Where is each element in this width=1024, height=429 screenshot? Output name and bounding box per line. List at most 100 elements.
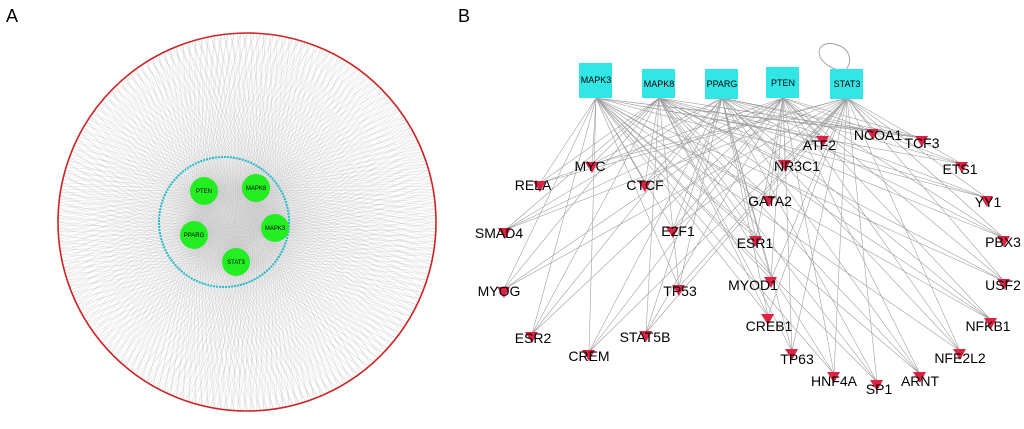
tf-marker-yy1 [980, 196, 993, 207]
tf-node-smad4: SMAD4 [475, 225, 523, 241]
tf-marker-myog [497, 287, 510, 298]
tf-node-myog: MYOG [478, 283, 521, 299]
tf-label-usf2: USF2 [985, 277, 1021, 293]
tf-node-e2f1: E2F1 [661, 223, 695, 239]
tf-marker-atf2 [816, 136, 829, 147]
target-box-mapk8 [642, 69, 675, 98]
hub-circle-mapk8 [242, 174, 270, 202]
hub-label-pten: PTEN [196, 189, 212, 195]
target-box-mapk3 [579, 63, 612, 98]
tf-marker-pbx3 [997, 236, 1010, 247]
tf-node-atf2: ATF2 [803, 136, 836, 153]
tf-label-myod1: MYOD1 [728, 277, 778, 293]
tf-marker-ets1 [955, 162, 968, 173]
hub-node-mapk3: MAPK3 [261, 214, 289, 242]
tf-marker-nfe2l2 [953, 349, 966, 360]
tf-node-creb1: CREB1 [746, 314, 793, 334]
tf-node-pbx3: PBX3 [985, 234, 1021, 250]
target-label-mapk3: MAPK3 [581, 75, 612, 85]
target-node-mapk8: MAPK8 [642, 69, 675, 98]
tf-label-ncoa1: NCOA1 [854, 127, 902, 143]
target-label-stat3: STAT3 [834, 79, 861, 89]
tf-node-sp1: SP1 [866, 380, 892, 397]
tf-node-arnt: ARNT [901, 372, 940, 389]
tf-node-crem: CREM [568, 348, 609, 364]
tf-node-rela: RELA [515, 177, 552, 193]
tf-marker-e2f1 [666, 227, 679, 238]
hub-node-mapk8: MAPK8 [242, 174, 270, 202]
tf-label-atf2: ATF2 [803, 137, 836, 153]
tf-node-myod1: MYOD1 [728, 277, 778, 293]
tf-node-usf2: USF2 [985, 277, 1021, 293]
panel-b-label: B [458, 6, 470, 26]
tf-marker-hnf4a [827, 372, 840, 383]
tf-node-ets1: ETS1 [942, 161, 977, 177]
hub-label-mapk3: MAPK3 [265, 226, 286, 232]
target-node-pparg: PPARG [705, 69, 738, 99]
tf-node-myc: MYC [574, 158, 605, 174]
tf-label-esr1: ESR1 [737, 235, 774, 251]
regulatory-edges [503, 97, 1005, 383]
hub-node-pparg: PPARG [180, 221, 208, 249]
tf-node-nfkb1: NFKB1 [965, 318, 1011, 334]
tf-marker-tp63 [785, 349, 798, 360]
hub-node-pten: PTEN [190, 177, 218, 205]
tf-marker-gata2 [762, 196, 775, 207]
tf-marker-tp53 [672, 285, 685, 296]
tf-node-ncoa1: NCOA1 [854, 127, 902, 143]
tf-node-esr1: ESR1 [737, 235, 774, 251]
tf-node-gata2: GATA2 [748, 193, 792, 209]
tf-node-nr3c1: NR3C1 [774, 158, 820, 174]
tf-label-ctcf: CTCF [626, 177, 663, 193]
tf-node-ctcf: CTCF [626, 177, 663, 193]
tf-marker-creb1 [761, 314, 774, 325]
tf-node-stat5b: STAT5B [620, 329, 671, 345]
tf-label-nfkb1: NFKB1 [965, 318, 1010, 334]
tf-marker-usf2 [997, 279, 1010, 290]
tf-node-nfe2l2: NFE2L2 [934, 349, 986, 366]
tf-label-esr2: ESR2 [515, 330, 552, 346]
hub-label-pparg: PPARG [184, 233, 205, 239]
tf-label-tp53: TP53 [663, 283, 697, 299]
panel-a-edges [58, 33, 436, 411]
hub-label-stat3: STAT3 [227, 260, 245, 266]
tf-label-tcf3: TCF3 [905, 135, 940, 151]
target-box-pten [766, 67, 799, 98]
tf-marker-myod1 [764, 277, 777, 288]
tf-label-crem: CREM [568, 348, 609, 364]
tf-label-arnt: ARNT [901, 373, 940, 389]
tf-node-tcf3: TCF3 [905, 135, 940, 151]
outer-ring [57, 32, 437, 412]
hub-circle-pten [190, 177, 218, 205]
radial-edges [58, 33, 436, 411]
inner-ring [158, 156, 290, 288]
tf-marker-nfkb1 [984, 318, 997, 329]
tf-label-myog: MYOG [478, 283, 521, 299]
tf-marker-ncoa1 [866, 129, 879, 140]
tf-label-smad4: SMAD4 [475, 225, 523, 241]
tf-node-yy1: YY1 [975, 194, 1002, 210]
tf-label-creb1: CREB1 [746, 318, 793, 334]
tf-marker-crem [582, 350, 595, 361]
tf-marker-esr1 [749, 236, 762, 247]
tf-marker-myc [585, 162, 598, 173]
tf-marker-stat5b [639, 331, 652, 342]
tf-marker-sp1 [870, 380, 883, 391]
hub-label-mapk8: MAPK8 [246, 186, 267, 192]
panel-b-edges [503, 97, 1005, 383]
hub-circle-pparg [180, 221, 208, 249]
tf-label-stat5b: STAT5B [620, 329, 671, 345]
tf-label-yy1: YY1 [975, 194, 1002, 210]
tf-node-tp63: TP63 [780, 349, 814, 367]
tf-marker-ctcf [638, 181, 651, 192]
tf-label-e2f1: E2F1 [661, 223, 695, 239]
tf-marker-tcf3 [915, 136, 928, 147]
tf-node-hnf4a: HNF4A [811, 372, 858, 389]
panel-a-network: PTEN MAPK8 PPARG MAPK3 STAT3 [57, 32, 437, 412]
tf-marker-smad4 [498, 228, 511, 239]
tf-marker-rela [533, 181, 546, 192]
tf-label-nr3c1: NR3C1 [774, 158, 820, 174]
hub-circle-stat3 [222, 248, 250, 276]
target-node-pten: PTEN [766, 67, 799, 98]
